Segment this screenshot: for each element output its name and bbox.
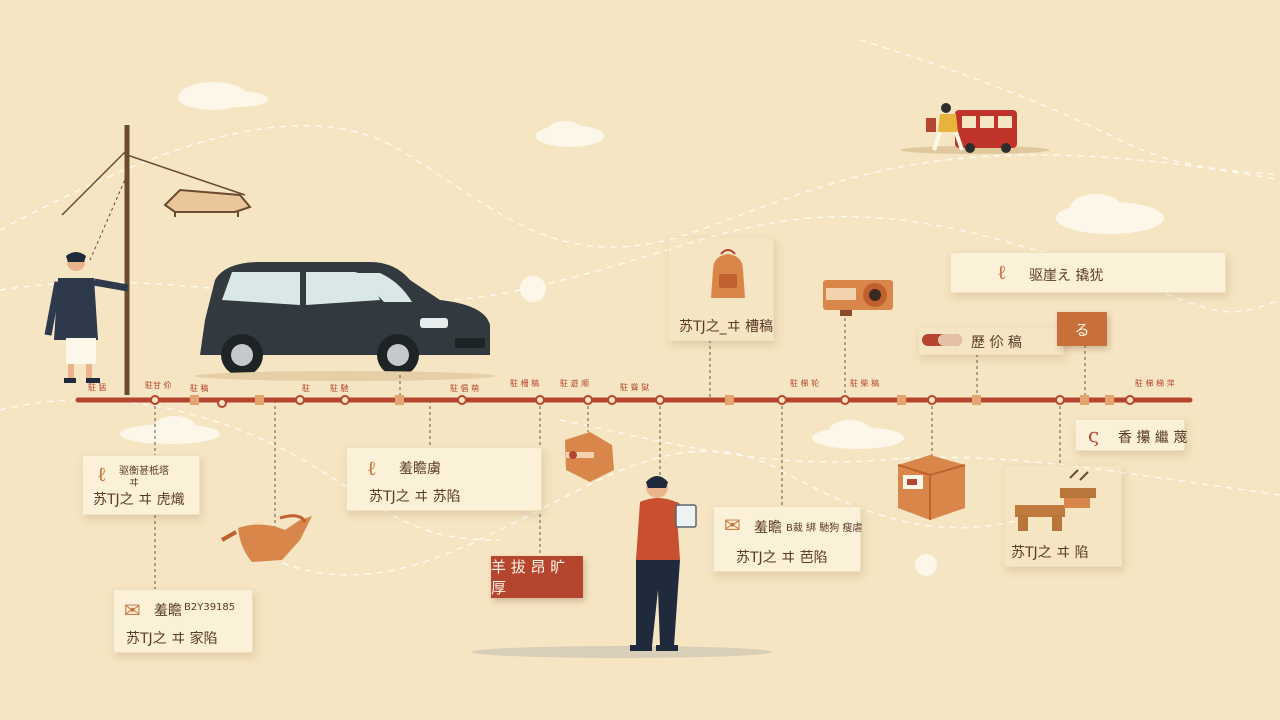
card-body: 歷 伱 稿 bbox=[971, 335, 1022, 351]
info-card-top-left: ℓ 驱衡甚柢塔 ヰ 苏TJ之 ヰ 虎熾 bbox=[82, 455, 200, 515]
camera-icon bbox=[823, 280, 893, 316]
card-title: 羞瞻虜 bbox=[399, 461, 441, 477]
info-card-tablet: ✉ 羞瞻 B裁 綁 馳狗 瘦虐 苏TJ之 ヰ 芭陷 bbox=[713, 506, 863, 572]
swirl-icon: ℓ bbox=[97, 462, 107, 486]
card-body: 苏TJ之_ヰ 槽稿 bbox=[679, 319, 774, 335]
timeline-label: 駐 稿 bbox=[190, 384, 209, 393]
card-body: 苏TJ之 ヰ 陷 bbox=[1011, 545, 1089, 561]
card-title: 驱衡甚柢塔 bbox=[119, 466, 169, 477]
man-at-pole bbox=[44, 252, 129, 383]
tea-tray-icon bbox=[1015, 469, 1096, 531]
bus-illustration bbox=[900, 103, 1050, 154]
mail-icon: ✉ bbox=[124, 598, 141, 622]
timeline-label: 駐 馳 bbox=[330, 384, 349, 393]
info-card-bottom-left: ✉ 羞瞻 B2Y39185 苏TJ之 ヰ 家陷 bbox=[113, 589, 253, 653]
card-subtitle: B裁 綁 馳狗 瘦虐 bbox=[786, 523, 863, 534]
card-title: 羞瞻 bbox=[754, 520, 782, 536]
info-card-far-right: ς 香 攥 繼 蔑 bbox=[1075, 419, 1188, 451]
car-illustration bbox=[195, 262, 495, 381]
timeline-label: 駐 倡 萌 bbox=[450, 384, 480, 393]
card-body: 苏TJ之 ヰ 芭陷 bbox=[736, 550, 828, 566]
card-subtitle: ヰ bbox=[129, 478, 139, 489]
mail-icon: ✉ bbox=[724, 513, 741, 537]
backpack-icon bbox=[711, 249, 745, 298]
cloud-icon bbox=[812, 420, 904, 449]
timeline-label: 駐 柵 稿 bbox=[510, 379, 540, 388]
utility-pole bbox=[61, 125, 246, 395]
timeline-label: 駐 猛 bbox=[88, 383, 107, 392]
timeline-label: 駐 bbox=[302, 384, 310, 393]
person-with-tablet bbox=[472, 476, 772, 658]
cloud-icon bbox=[1056, 194, 1164, 234]
timeline-label: 駐 聳 獄 bbox=[620, 383, 650, 392]
timeline-squares bbox=[190, 395, 1114, 405]
red-label-tag: 羊 拔 昂 旷 厚 bbox=[491, 556, 583, 598]
card-code: B2Y39185 bbox=[184, 602, 236, 613]
card-title: 驱崖え 撬犹 bbox=[1029, 268, 1104, 284]
card-body: 香 攥 繼 蔑 bbox=[1118, 430, 1188, 446]
swirl-icon: ℓ bbox=[997, 260, 1007, 284]
swirl-icon: ς bbox=[1088, 423, 1100, 447]
cloud-icon bbox=[178, 82, 268, 110]
waypoint-dot bbox=[915, 554, 937, 576]
swirl-icon: ℓ bbox=[367, 456, 377, 480]
cloud-icon bbox=[120, 416, 220, 444]
info-card-mid-center: ℓ 羞瞻虜 苏TJ之 ヰ 苏陷 bbox=[346, 447, 542, 511]
teapot-icon bbox=[221, 514, 312, 562]
timeline-label: 駐 柴 稿 bbox=[850, 379, 880, 388]
card-body: 苏TJ之 ヰ 苏陷 bbox=[369, 489, 461, 505]
timeline-connectors bbox=[154, 312, 1086, 590]
pill-icon bbox=[922, 334, 962, 346]
waypoint-dot bbox=[520, 276, 546, 302]
card-title: 羞瞻 bbox=[154, 603, 182, 619]
info-card-backpack: 苏TJ之_ヰ 槽稿 bbox=[668, 237, 774, 341]
hexagon-badge-icon bbox=[565, 432, 614, 482]
cloud-icon bbox=[536, 121, 604, 147]
banner-card-top-right: ℓ 驱崖え 撬犹 bbox=[950, 252, 1226, 293]
timeline-label: 駐 梯 梯 萍 bbox=[1135, 379, 1175, 388]
timeline-label: 駐甘 伱 bbox=[145, 381, 172, 390]
card-body: 苏TJ之 ヰ 虎熾 bbox=[93, 492, 185, 508]
package-box-icon bbox=[897, 455, 966, 520]
card-body: 苏TJ之 ヰ 家陷 bbox=[126, 631, 218, 647]
timeline-nodes bbox=[150, 395, 1135, 408]
timeline-label: 駐 梯 轮 bbox=[790, 379, 820, 388]
orange-square-tag: る bbox=[1057, 312, 1107, 346]
timeline-label: 駐 遊 顺 bbox=[560, 379, 590, 388]
lamp-fixture bbox=[163, 188, 252, 217]
info-card-small-right: 歷 伱 稿 bbox=[918, 326, 1064, 355]
info-card-tray: 苏TJ之 ヰ 陷 bbox=[1004, 465, 1122, 567]
